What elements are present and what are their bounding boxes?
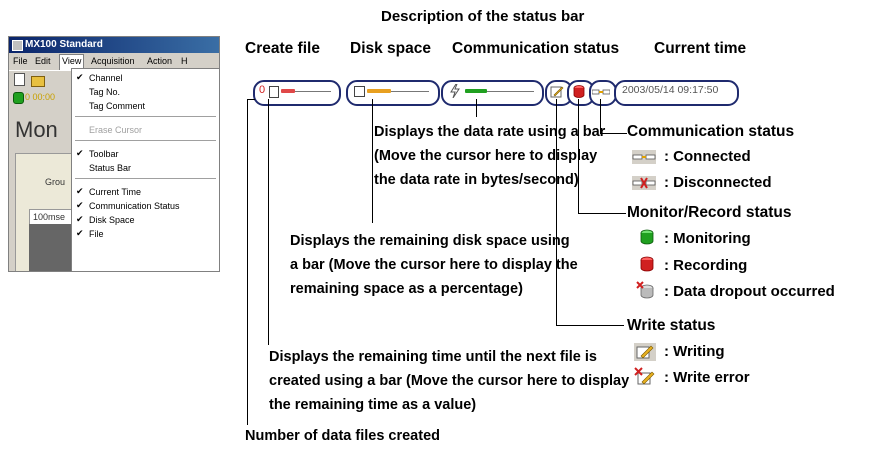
- legend-write-error: : Write error: [664, 369, 750, 386]
- legend-write-title: Write status: [627, 317, 716, 334]
- monitoring-icon: [640, 229, 654, 245]
- menu-separator: [75, 116, 216, 118]
- legend-monitoring: : Monitoring: [664, 230, 751, 247]
- menu-view[interactable]: View: [59, 54, 85, 70]
- file-bar-track: [281, 91, 331, 92]
- trend-area: [29, 224, 75, 271]
- connected-icon: [592, 89, 610, 95]
- file-segment[interactable]: [253, 80, 341, 106]
- connector-line: [247, 99, 255, 100]
- connector-line: [556, 325, 624, 326]
- app-window: MX100 Standard File Edit View Acquisitio…: [8, 36, 220, 272]
- connector-line: [600, 99, 601, 133]
- menu-item-communication-status[interactable]: ✔Communication Status: [76, 200, 180, 211]
- legend-dropout: : Data dropout occurred: [664, 283, 835, 300]
- header-create-file: Create file: [245, 40, 320, 57]
- menu-bar: File Edit View Acquisition Action H: [9, 54, 219, 70]
- legend-monitor-title: Monitor/Record status: [627, 204, 792, 221]
- check-icon: ✔: [76, 186, 84, 196]
- connector-line: [556, 99, 557, 325]
- menu-help[interactable]: H: [181, 56, 188, 66]
- legend-comm-title: Communication status: [627, 123, 795, 140]
- disk-bar-track: [367, 91, 429, 92]
- check-icon: ✔: [76, 72, 84, 82]
- window-title: MX100 Standard: [25, 39, 103, 50]
- menu-file[interactable]: File: [13, 56, 28, 66]
- recording-icon: [640, 256, 654, 272]
- legend-connected: : Connected: [664, 148, 751, 165]
- menu-edit[interactable]: Edit: [35, 56, 51, 66]
- title-bar: MX100 Standard: [9, 37, 219, 53]
- menu-acquisition[interactable]: Acquisition: [91, 56, 135, 66]
- file-count: 0: [259, 84, 266, 96]
- page-title: Description of the status bar: [381, 8, 585, 25]
- comm-bar-track: [465, 91, 534, 92]
- menu-item-current-time[interactable]: ✔Current Time: [76, 186, 142, 197]
- menu-item-tag-comment[interactable]: Tag Comment: [89, 101, 146, 111]
- writing-icon: [634, 343, 656, 361]
- time-segment[interactable]: [614, 80, 739, 106]
- menu-item-channel[interactable]: ✔Channel: [76, 72, 123, 83]
- app-icon: [12, 40, 23, 51]
- disk-remaining-description: Displays the remaining disk space using …: [290, 233, 578, 297]
- menu-item-status-bar[interactable]: Status Bar: [89, 163, 132, 173]
- header-disk-space: Disk space: [350, 40, 431, 57]
- write-error-icon: [634, 367, 655, 385]
- file-bar-fill: [281, 89, 295, 93]
- monitor-cylinder-icon: [13, 92, 24, 104]
- toolbar: [9, 70, 71, 89]
- disconnected-icon: [632, 176, 656, 190]
- check-icon: ✔: [76, 200, 84, 210]
- connector-line: [372, 99, 373, 223]
- legend-disconnected: : Disconnected: [664, 174, 772, 191]
- data-dropout-icon: [636, 281, 654, 299]
- data-files-description: Number of data files created: [245, 428, 440, 444]
- group-tab[interactable]: Grou: [45, 177, 66, 187]
- connector-line: [578, 99, 579, 213]
- connector-line: [578, 213, 626, 214]
- menu-action[interactable]: Action: [147, 56, 173, 66]
- connector-line: [268, 99, 269, 345]
- check-icon: ✔: [76, 148, 84, 158]
- menu-item-erase-cursor: Erase Cursor: [89, 125, 143, 135]
- connected-icon: [632, 150, 656, 164]
- legend-recording: : Recording: [664, 257, 748, 274]
- check-icon: ✔: [76, 228, 84, 238]
- connector-line: [476, 99, 477, 117]
- data-rate-description: Displays the data rate using a bar (Move…: [374, 124, 606, 188]
- writing-icon: [550, 86, 564, 98]
- status-row: 0 00:00: [9, 89, 71, 105]
- elapsed-time: 0 00:00: [25, 92, 56, 102]
- menu-separator: [75, 178, 216, 180]
- menu-item-toolbar[interactable]: ✔Toolbar: [76, 148, 119, 159]
- lightning-icon: [450, 84, 460, 98]
- header-current-time: Current time: [654, 40, 747, 57]
- comm-bar-fill: [465, 89, 487, 93]
- monitor-heading: Mon: [15, 117, 58, 142]
- recording-icon: [573, 85, 585, 98]
- file-icon: [269, 86, 279, 98]
- menu-separator: [75, 140, 216, 142]
- view-menu-dropdown: ✔Channel Tag No. Tag Comment Erase Curso…: [71, 68, 219, 271]
- time-remaining-description: Displays the remaining time until the ne…: [269, 349, 630, 413]
- disk-icon: [354, 86, 365, 97]
- new-file-icon[interactable]: [14, 73, 25, 86]
- interval-text: 100mse: [33, 212, 66, 222]
- legend-writing: : Writing: [664, 343, 725, 360]
- open-folder-icon[interactable]: [31, 76, 45, 87]
- comm-rate-segment[interactable]: [441, 80, 544, 106]
- current-datetime: 2003/05/14 09:17:50: [622, 84, 719, 96]
- interval-box: 100mse: [29, 209, 77, 225]
- connector-line: [600, 133, 627, 134]
- disk-bar-fill: [367, 89, 391, 93]
- menu-item-disk-space[interactable]: ✔Disk Space: [76, 214, 135, 225]
- connector-line: [247, 99, 248, 425]
- menu-item-tag-no[interactable]: Tag No.: [89, 87, 121, 97]
- header-communication-status: Communication status: [452, 40, 620, 57]
- check-icon: ✔: [76, 214, 84, 224]
- menu-item-file[interactable]: ✔File: [76, 228, 104, 239]
